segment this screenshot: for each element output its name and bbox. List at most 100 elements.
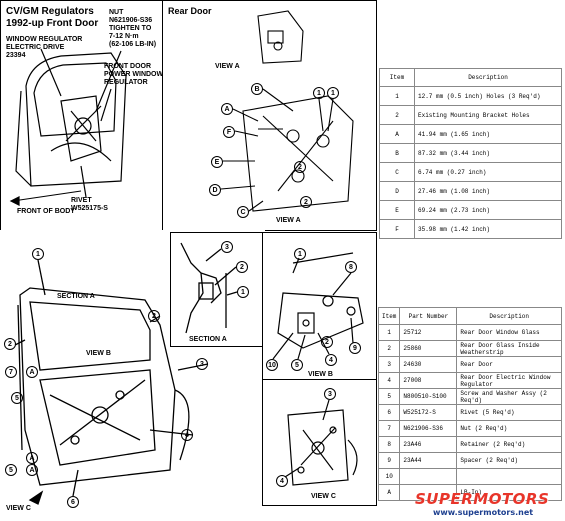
section-a-drawing [180,242,238,334]
view-c-panel: VIEW C 3 4 [262,379,377,506]
callout-letter-a: A [221,103,233,115]
cell-item: 1 [379,86,415,106]
rear-door-panel: Rear Door VIEW A VIEW A A B F E D C 1 1 … [162,0,377,231]
cell-description: Existing Mounting Bracket Holes [414,105,562,125]
cell-part-number: 25860 [399,340,458,357]
cell-description: 41.94 mm (1.65 inch) [414,124,562,144]
assembly-drawing [14,259,209,505]
cell-description: Rear Door Electric Window Regulator [456,372,562,389]
callout-2: 2 [4,338,16,350]
cell-item: C [379,162,415,182]
callout-letter-e: E [211,156,223,168]
view-c-drawing [284,399,358,486]
rear-door-drawing [220,10,354,212]
cell-part-number: N621906-S36 [399,420,458,437]
cell-part-number: W525172-S [399,404,458,421]
callout-letter-c: C [237,206,249,218]
view-c-callout-3: 3 [324,388,336,400]
cell-description [456,468,562,485]
section-a-callout-3: 3 [221,241,233,253]
cell-item: 9 [377,452,401,469]
view-b-callout-9: 9 [349,342,361,354]
watermark-brand: SUPERMOTORS [415,490,550,508]
cell-description: Rear Door [456,356,562,373]
callout-letter-f: F [223,126,235,138]
callout-7: 7 [5,366,17,378]
table-row: A LB-In) [377,484,562,501]
front-title-line2: 1992-up Front Door [6,18,99,29]
section-a-callout-2: 2 [236,261,248,273]
cell-part-number [399,468,458,485]
parts-table-header: Item Part Number Description [377,307,562,325]
view-b-callout-5: 5 [291,359,303,371]
cell-part-number: 24630 [399,356,458,373]
cell-description: 69.24 mm (2.73 inch) [414,200,562,220]
header-description: Description [456,307,562,325]
cell-part-number: N800510-S100 [399,388,458,405]
cell-description: 35.98 mm (1.42 inch) [414,219,562,239]
section-a-callout-1: 1 [237,286,249,298]
header-description: Description [414,68,562,87]
cell-item: 1 [377,324,401,341]
cell-item: 3 [377,356,401,373]
view-b-title: VIEW B [308,371,333,378]
cell-description: Retainer (2 Req'd) [456,436,562,453]
dimensions-table-header: Item Description [379,68,562,87]
header-item: Item [377,307,401,325]
cell-description: LB-In) [456,484,562,501]
callout-number-1b: 1 [327,87,339,99]
cell-item: E [379,200,415,220]
view-b-drawing [272,252,364,360]
cell-part-number: 25712 [399,324,458,341]
cell-description: Nut (2 Req'd) [456,420,562,437]
assembly-view-c-label: VIEW C [6,505,31,512]
watermark-url: www.supermotors.net [433,508,534,517]
header-part-number: Part Number [399,307,458,325]
callout-letter-b: B [251,83,263,95]
cell-item: 5 [377,388,401,405]
cell-description: Rear Door Glass Inside Weatherstrip [456,340,562,357]
cell-description: 87.32 mm (3.44 inch) [414,143,562,163]
cell-item: B [379,143,415,163]
view-b-callout-1: 1 [294,248,306,260]
cell-description: 6.74 mm (0.27 inch) [414,162,562,182]
cell-item: 6 [377,404,401,421]
cell-description: 12.7 mm (0.5 inch) Holes (3 Req'd) [414,86,562,106]
callout-6: 6 [67,496,79,508]
label-nut: NUT N621906-S36 TIGHTEN TO 7-12 N·m (62-… [109,9,157,48]
table-row: 10 [377,468,562,485]
view-b-callout-8: 8 [345,261,357,273]
assembly-view-b-label: VIEW B [86,350,111,357]
label-window-regulator: WINDOW REGULATOR ELECTRIC DRIVE 23394 [6,36,83,59]
view-b-callout-4: 4 [325,354,337,366]
front-title-line1: CV/GM Regulators [6,6,94,17]
cell-part-number: 23A46 [399,436,458,453]
header-item: Item [379,68,415,87]
cell-item: 2 [377,340,401,357]
cell-item: 2 [379,105,415,125]
cell-item: A [379,124,415,144]
cell-item: A [377,484,401,501]
cell-item: D [379,181,415,201]
callout-letter-d: D [209,184,221,196]
cell-item: 4 [377,372,401,389]
front-door-drawing [9,48,127,206]
rear-door-title: Rear Door [168,6,212,16]
assembly-section-a-label: SECTION A [57,293,95,300]
cell-item: 8 [377,436,401,453]
cell-description: Rivet (5 Req'd) [456,404,562,421]
cell-part-number [399,484,458,501]
callout-5: 5 [5,464,17,476]
